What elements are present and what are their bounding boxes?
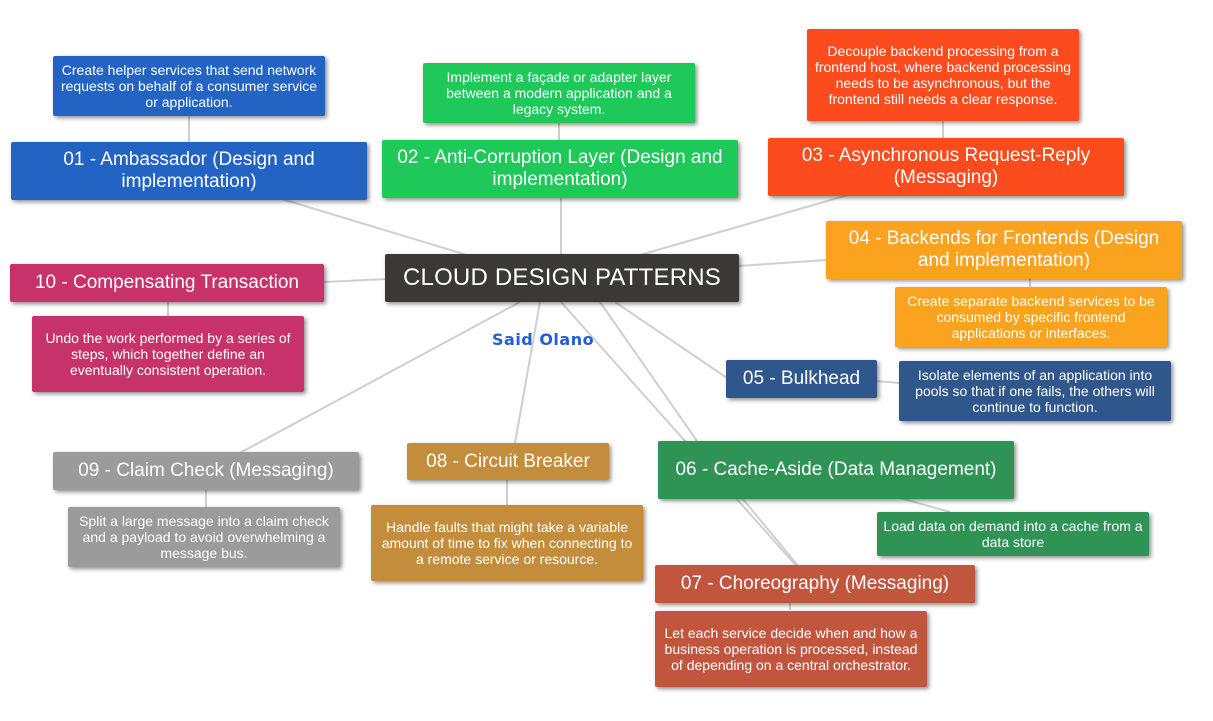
compensating-transaction-topic[interactable]: 10 - Compensating Transaction: [10, 264, 324, 302]
anti-corruption-description[interactable]: Implement a façade or adapter layer betw…: [423, 63, 695, 123]
claim-check-description[interactable]: Split a large message into a claim check…: [68, 507, 340, 567]
cache-aside-description[interactable]: Load data on demand into a cache from a …: [877, 512, 1149, 556]
cache-aside-topic[interactable]: 06 - Cache-Aside (Data Management): [658, 441, 1014, 499]
link-center-ambassador: [261, 192, 491, 263]
backends-for-frontends-description[interactable]: Create separate backend services to be c…: [895, 287, 1167, 347]
link-cache-aside-desc: [899, 497, 951, 513]
bulkhead-description[interactable]: Isolate elements of an application into …: [899, 361, 1171, 421]
async-request-reply-topic[interactable]: 03 - Asynchronous Request-Reply (Messagi…: [768, 138, 1124, 196]
link-choreography-cache: [741, 497, 801, 569]
link-center-bff: [737, 259, 828, 267]
link-center-compensating: [323, 278, 387, 283]
backends-for-frontends-topic[interactable]: 04 - Backends for Frontends (Design and …: [826, 221, 1182, 279]
ambassador-topic[interactable]: 01 - Ambassador (Design and implementati…: [11, 142, 367, 200]
choreography-description[interactable]: Let each service decide when and how a b…: [655, 611, 927, 687]
compensating-transaction-description[interactable]: Undo the work performed by a series of s…: [32, 316, 304, 392]
anti-corruption-topic[interactable]: 02 - Anti-Corruption Layer (Design and i…: [382, 140, 738, 198]
async-request-reply-description[interactable]: Decouple backend processing from a front…: [807, 29, 1079, 121]
link-center-cache-aside: [599, 301, 698, 442]
choreography-topic[interactable]: 07 - Choreography (Messaging): [655, 565, 975, 603]
ambassador-description[interactable]: Create helper services that send network…: [53, 56, 325, 116]
link-center-bulkhead: [614, 301, 731, 381]
link-center-claim-check: [235, 301, 521, 456]
circuit-breaker-topic[interactable]: 08 - Circuit Breaker: [407, 443, 609, 480]
link-center-circuit-breaker: [514, 301, 541, 444]
author-label: Said Olano: [492, 330, 595, 349]
central-topic[interactable]: CLOUD DESIGN PATTERNS: [385, 254, 739, 302]
link-bulkhead-desc: [875, 380, 901, 384]
circuit-breaker-description[interactable]: Handle faults that might take a variable…: [371, 505, 643, 581]
link-center-async: [639, 192, 856, 256]
claim-check-topic[interactable]: 09 - Claim Check (Messaging): [53, 452, 359, 490]
link-center-choreography: [560, 301, 801, 571]
bulkhead-topic[interactable]: 05 - Bulkhead: [726, 360, 877, 398]
